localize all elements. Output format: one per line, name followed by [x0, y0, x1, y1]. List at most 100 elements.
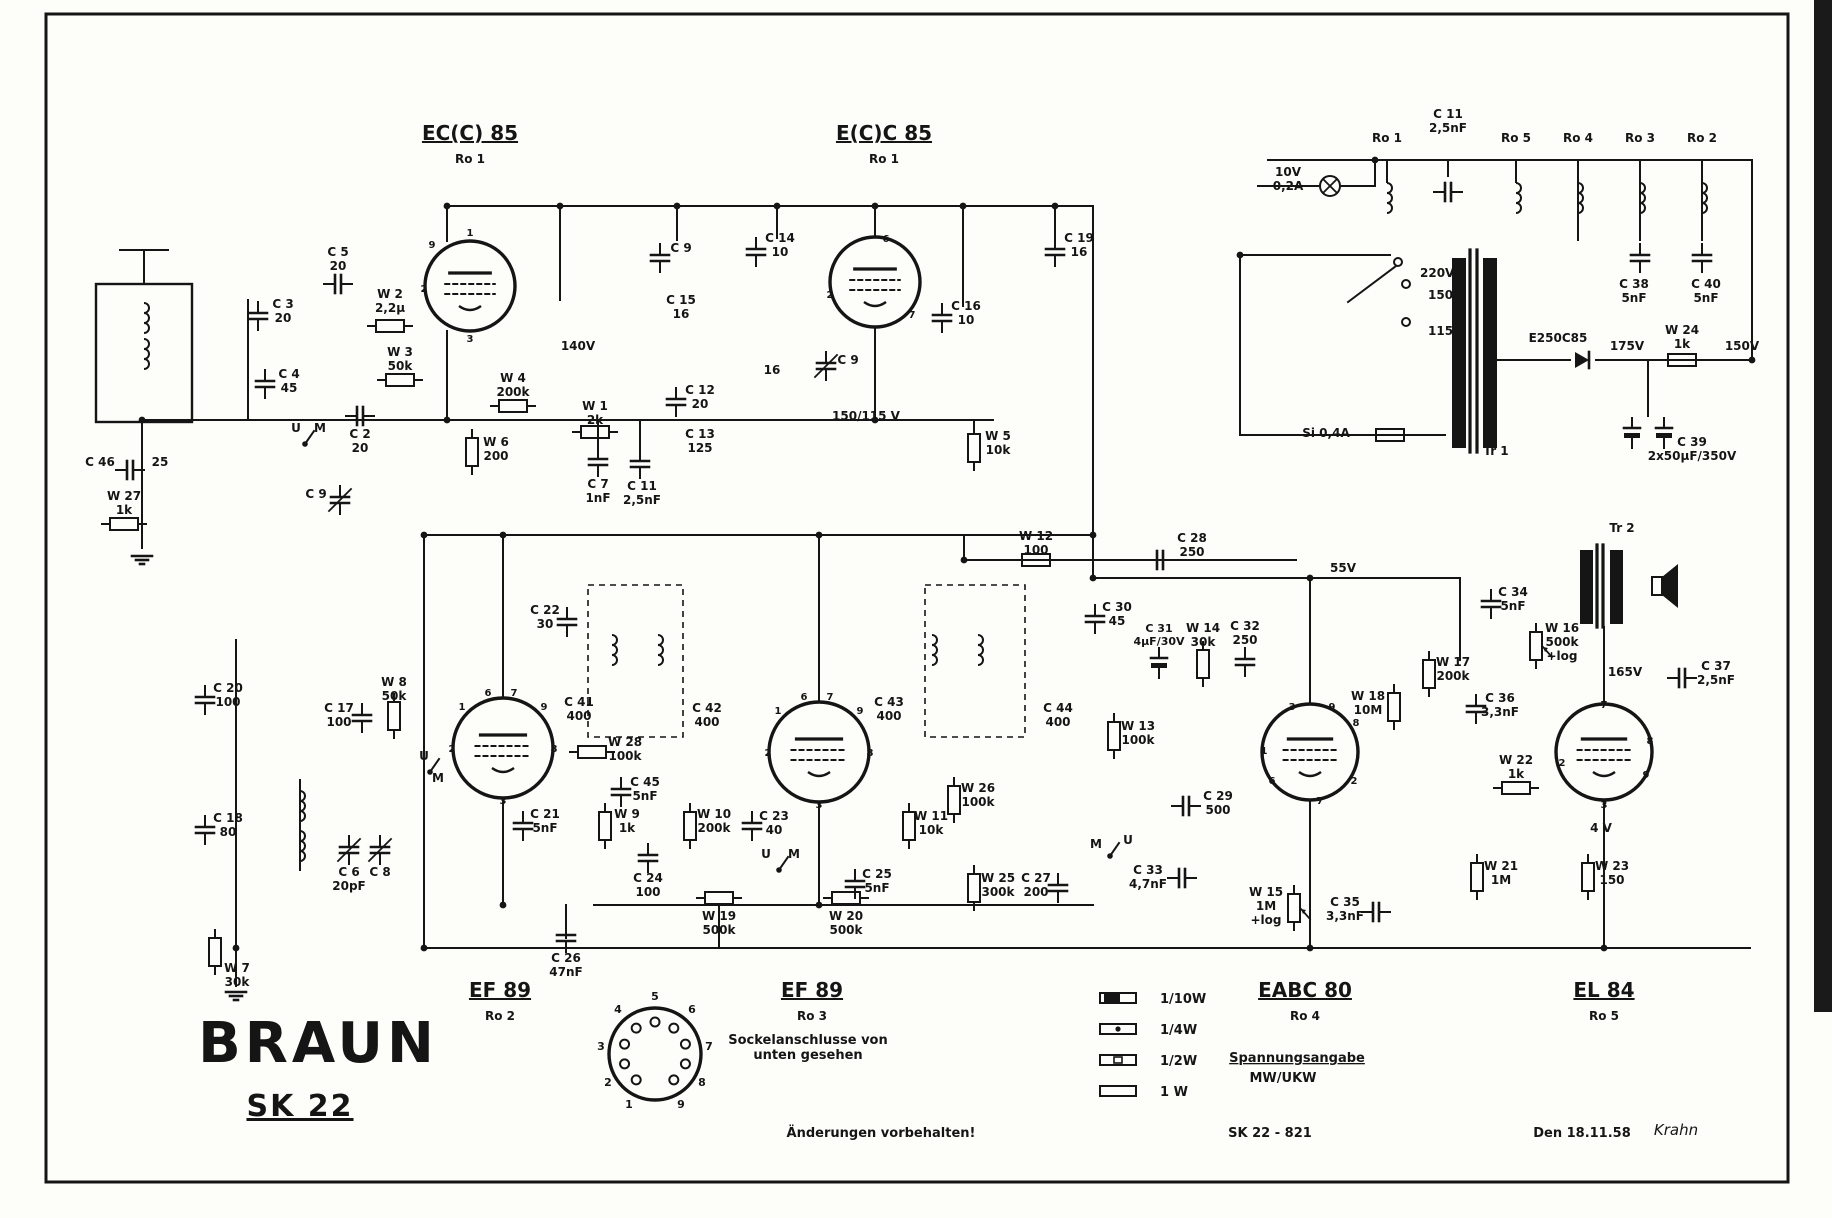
- socket-pin-hole: [679, 1038, 691, 1050]
- junction-dot: [1089, 574, 1097, 582]
- t5-pin-2: 2: [1351, 776, 1358, 787]
- legend-quarter-watt: 1/4W: [1160, 1023, 1197, 1038]
- legend-half-watt: 1/2W: [1160, 1054, 1197, 1069]
- tube5-ro: Ro 4: [1290, 1009, 1320, 1023]
- socket-diagram-envelope: [607, 1006, 703, 1102]
- tube-ecc85-triode-1-envelope: [423, 239, 517, 333]
- junction-dot: [1371, 156, 1379, 164]
- t6-pin-7: 7: [1601, 700, 1608, 711]
- t3-pin-6: 6: [485, 688, 492, 699]
- tube-el84-envelope: [1554, 702, 1654, 802]
- coil-icon: [143, 302, 150, 334]
- junction-dot: [1051, 202, 1059, 210]
- v55: 55V: [1330, 561, 1357, 575]
- component-symbols-layer: [101, 175, 1713, 1097]
- sw-m2: M: [432, 771, 444, 785]
- socket-pin-2: 2: [604, 1076, 612, 1089]
- transformer-winding: [1610, 550, 1623, 624]
- footer-changes: Änderungen vorbehalten!: [787, 1125, 976, 1141]
- switch-lever-icon: [777, 855, 790, 872]
- variable-arrow-icon: [813, 353, 839, 379]
- sw-u2: U: [419, 749, 429, 763]
- ro5-heater: Ro 5: [1501, 131, 1531, 145]
- c8: C 8: [369, 865, 390, 879]
- socket-pin-hole: [619, 1058, 631, 1070]
- si-fuse: Si 0,4A: [1302, 426, 1350, 440]
- variable-arrow-icon: [336, 837, 362, 863]
- v150b: 150V: [1725, 339, 1760, 353]
- transformer-winding: [1483, 258, 1497, 448]
- tube-eabc80: [1260, 702, 1360, 802]
- tube1-ro: Ro 1: [455, 152, 485, 166]
- junction-dot: [773, 202, 781, 210]
- junction-dot: [420, 531, 428, 539]
- sel-115: 115V: [1428, 324, 1463, 338]
- socket-pin-7: 7: [705, 1040, 713, 1053]
- coil-cans-layer: [94, 258, 1623, 738]
- cathode-icon: [491, 767, 515, 774]
- junction-dot: [1306, 944, 1314, 952]
- junction-dot: [871, 416, 879, 424]
- tr2: Tr 2: [1609, 521, 1634, 535]
- footer-signature: Krahn: [1654, 1121, 1698, 1139]
- t4-pin-9: 9: [857, 706, 864, 717]
- tube-el84: [1554, 702, 1654, 802]
- junction-dot: [815, 901, 823, 909]
- t2-pin-2: 2: [827, 290, 834, 301]
- socket-pin-1: 1: [625, 1098, 633, 1111]
- cathode-icon: [1298, 771, 1322, 778]
- note-mwukw: MW/UKW: [1250, 1071, 1317, 1086]
- coil-16: 16: [764, 363, 781, 377]
- t3-pin-7: 7: [511, 688, 518, 699]
- t3-pin-8: 8: [551, 744, 558, 755]
- socket-pin-5: 5: [651, 990, 659, 1003]
- t6-pin-2: 2: [1559, 758, 1566, 769]
- junction-dot: [420, 944, 428, 952]
- sw-m3: M: [788, 847, 800, 861]
- t5-pin-6: 6: [1269, 776, 1276, 787]
- tube-ef89-2-envelope: [767, 700, 871, 804]
- socket-pin-hole: [679, 1058, 691, 1070]
- electrolytic-capacitor-icon: [1624, 433, 1640, 438]
- socket-diagram: [607, 1006, 703, 1102]
- transformer-winding: [1452, 258, 1466, 448]
- legend-resistor-icon: [1099, 1054, 1137, 1066]
- socket-pin-hole: [668, 1022, 680, 1034]
- t3-pin-1: 1: [459, 702, 466, 713]
- wires-layer: [119, 156, 1756, 987]
